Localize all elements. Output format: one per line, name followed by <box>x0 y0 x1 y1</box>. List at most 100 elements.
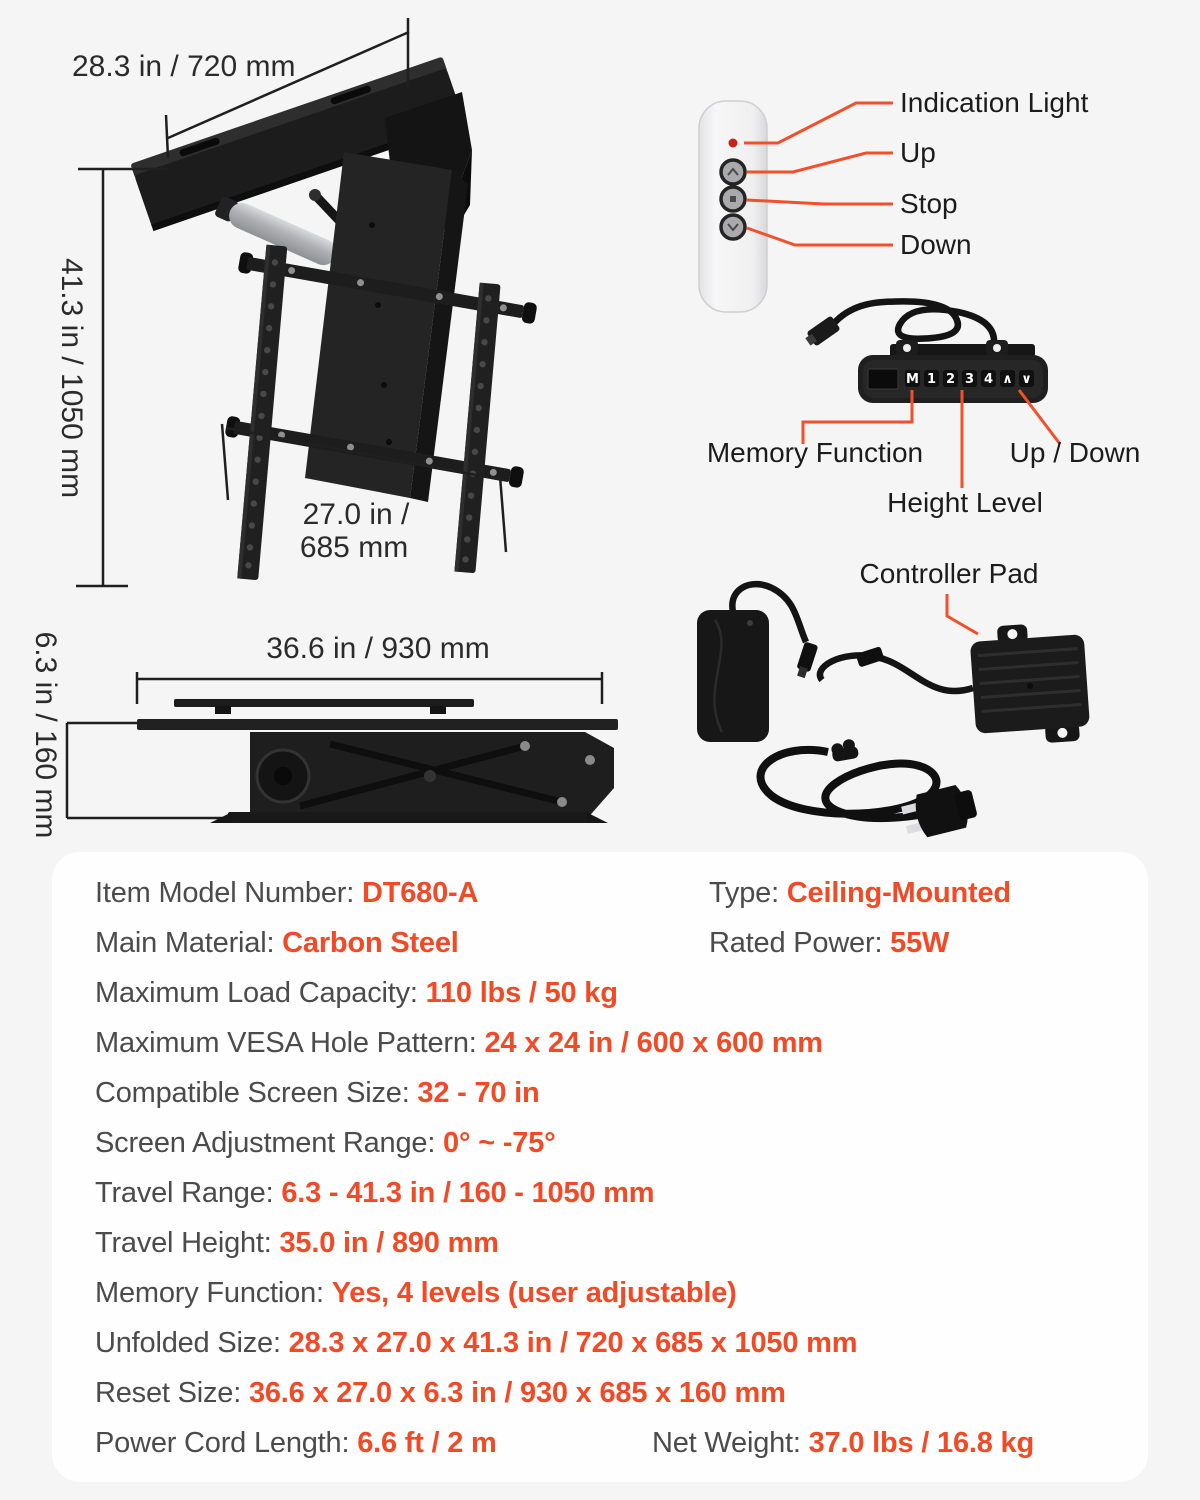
spec-panel: Item Model Number: DT680-A Type: Ceiling… <box>52 852 1148 1482</box>
dim-vesa-width: 27.0 in / 685 mm <box>220 423 508 564</box>
label-up: Up <box>900 137 936 168</box>
pad-cable <box>816 652 975 695</box>
us-plug <box>901 784 977 838</box>
vesa-rail-right <box>454 282 501 574</box>
dim-folded-height: 6.3 in / 160 mm <box>29 632 261 839</box>
spec-row-screen-size: Compatible Screen Size: 32 - 70 in <box>95 1068 1148 1118</box>
label-up-down: Up / Down <box>1010 437 1141 468</box>
remote-down-button <box>719 213 747 241</box>
spec-label: Net Weight: <box>652 1427 809 1459</box>
spec-value: 6.3 - 41.3 in / 160 - 1050 mm <box>281 1177 655 1209</box>
spec-row-travel-range: Travel Range: 6.3 - 41.3 in / 160 - 1050… <box>95 1168 1148 1218</box>
callout-line-controller-pad <box>945 594 979 636</box>
spec-value: Yes, 4 levels (user adjustable) <box>331 1277 737 1309</box>
spec-value: 24 x 24 in / 600 x 600 mm <box>484 1027 823 1059</box>
lift-column <box>305 152 468 502</box>
spec-row-cord-weight: Power Cord Length: 6.6 ft / 2 m Net Weig… <box>95 1418 1148 1468</box>
dim-unfolded-height: 41.3 in / 1050 mm <box>55 167 168 588</box>
folded-mount-diagram: 36.6 in / 930 mm 6.3 in / 160 mm <box>29 632 618 839</box>
svg-text:28.3 in / 720 mm: 28.3 in / 720 mm <box>72 50 295 83</box>
label-stop: Stop <box>900 188 958 219</box>
spec-value: Carbon Steel <box>282 927 459 959</box>
button-up: ∧ <box>1002 372 1013 387</box>
button-1: 1 <box>927 372 936 387</box>
crossbar-upper <box>238 252 537 324</box>
spec-label: Type: <box>709 877 787 909</box>
power-adapter-diagram: Controller Pad <box>697 558 1090 838</box>
spec-label: Unfolded Size: <box>95 1327 289 1359</box>
callout-line-up <box>747 151 893 174</box>
power-adapter-brick <box>697 580 818 742</box>
keypad-buttons: M 1 2 3 4 ∧ ∨ <box>905 370 1034 387</box>
spec-value: 0° ~ -75° <box>443 1127 556 1159</box>
keypad-cable <box>823 298 998 345</box>
unfolded-mount-diagram: 28.3 in / 720 mm 41.3 in / 1050 mm 27.0 … <box>55 18 537 588</box>
label-memory-function: Memory Function <box>707 437 923 468</box>
spec-value: 35.0 in / 890 mm <box>279 1227 499 1259</box>
spec-row-material-power: Main Material: Carbon Steel Rated Power:… <box>95 918 1148 968</box>
spec-label: Travel Height: <box>95 1227 280 1259</box>
power-cord <box>756 739 977 838</box>
button-memory: M <box>906 372 919 387</box>
vesa-rail-left <box>237 244 288 580</box>
spec-row-model-type: Item Model Number: DT680-A Type: Ceiling… <box>95 868 1148 918</box>
spec-label: Screen Adjustment Range: <box>95 1127 444 1159</box>
spec-label: Memory Function: <box>95 1277 332 1309</box>
rj45-connector <box>805 316 840 346</box>
pad-cable-plug <box>856 646 884 667</box>
spec-value: 37.0 lbs / 16.8 kg <box>808 1427 1035 1459</box>
button-down: ∨ <box>1021 372 1032 387</box>
keypad-display <box>867 368 899 390</box>
spec-value: 110 lbs / 50 kg <box>425 977 618 1009</box>
svg-text:41.3 in / 1050 mm: 41.3 in / 1050 mm <box>55 258 88 498</box>
callout-line-memory <box>801 390 914 444</box>
spec-label: Item Model Number: <box>95 877 362 909</box>
button-4: 4 <box>984 372 993 387</box>
spec-value: 55W <box>890 927 950 959</box>
callout-line-indication-light <box>744 101 893 145</box>
spec-label: Power Cord Length: <box>95 1427 358 1459</box>
svg-text:6.3 in / 160 mm: 6.3 in / 160 mm <box>29 632 62 839</box>
remote-up-button <box>719 158 747 186</box>
button-3: 3 <box>965 372 974 387</box>
spec-row-travel-height: Travel Height: 35.0 in / 890 mm <box>95 1218 1148 1268</box>
spec-value: 36.6 x 27.0 x 6.3 in / 930 x 685 x 160 m… <box>248 1377 786 1409</box>
controller-keypad-diagram: M 1 2 3 4 ∧ ∨ Memory Function Height Lev… <box>707 298 1141 518</box>
label-indication-light: Indication Light <box>900 87 1089 118</box>
label-height-level: Height Level <box>887 487 1043 518</box>
spec-label: Reset Size: <box>95 1377 249 1409</box>
spec-label: Maximum VESA Hole Pattern: <box>95 1027 485 1059</box>
spec-value: 6.6 ft / 2 m <box>357 1427 497 1459</box>
spec-value: 28.3 x 27.0 x 41.3 in / 720 x 685 x 1050… <box>288 1327 858 1359</box>
dim-folded-width <box>135 672 604 704</box>
controller-pad-box <box>970 624 1090 743</box>
dim-folded-width-text: 36.6 in / 930 mm <box>266 632 489 665</box>
spec-label: Main Material: <box>95 927 283 959</box>
spec-label: Compatible Screen Size: <box>95 1077 418 1109</box>
spec-label: Travel Range: <box>95 1177 282 1209</box>
spec-value: DT680-A <box>361 877 479 909</box>
spec-label: Rated Power: <box>709 927 891 959</box>
spec-value: 32 - 70 in <box>417 1077 540 1109</box>
dim-unfolded-width: 28.3 in / 720 mm <box>72 18 410 159</box>
remote-stop-button <box>719 185 747 213</box>
folded-unit <box>137 699 618 823</box>
spec-row-reset-size: Reset Size: 36.6 x 27.0 x 6.3 in / 930 x… <box>95 1368 1148 1418</box>
callout-line-down <box>746 226 893 247</box>
label-controller-pad: Controller Pad <box>860 558 1039 589</box>
callout-line-stop <box>746 198 893 206</box>
remote-control-diagram: Indication Light Up Stop Down <box>698 87 1089 313</box>
spec-row-unfolded-size: Unfolded Size: 28.3 x 27.0 x 41.3 in / 7… <box>95 1318 1148 1368</box>
spec-row-vesa-pattern: Maximum VESA Hole Pattern: 24 x 24 in / … <box>95 1018 1148 1068</box>
spec-value: Ceiling-Mounted <box>786 877 1011 909</box>
spec-label: Maximum Load Capacity: <box>95 977 426 1009</box>
svg-text:685 mm: 685 mm <box>300 531 408 564</box>
crossbar-lower <box>225 416 524 488</box>
svg-text:27.0 in /: 27.0 in / <box>303 498 410 531</box>
indication-light-led <box>728 138 738 148</box>
callout-line-updown <box>1017 389 1062 445</box>
label-down: Down <box>900 229 972 260</box>
spec-row-load-capacity: Maximum Load Capacity: 110 lbs / 50 kg <box>95 968 1148 1018</box>
